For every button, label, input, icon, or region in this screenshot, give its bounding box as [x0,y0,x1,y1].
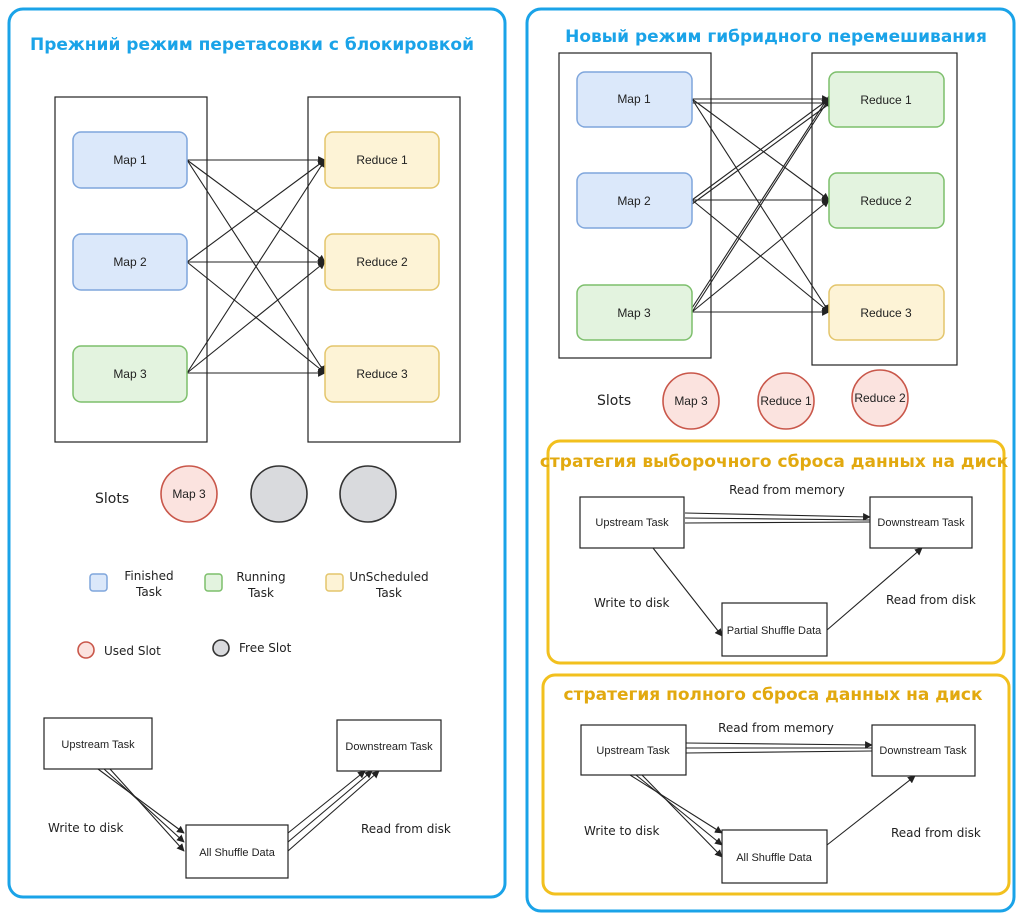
left-edges [186,156,326,377]
svg-text:Map 3: Map 3 [617,306,651,320]
left-downstream-task: Downstream Task [336,719,442,772]
selective-upstream-task: Upstream Task [579,496,685,549]
svg-text:Running: Running [236,570,285,584]
svg-text:Map 1: Map 1 [113,153,147,167]
svg-text:Reduce 2: Reduce 2 [854,391,906,405]
left-all-shuffle-data: All Shuffle Data [185,824,289,879]
left-reduce-1: Reduce 1 [324,131,440,189]
right-map-column [558,52,712,359]
svg-text:All Shuffle Data: All Shuffle Data [736,852,813,864]
svg-text:UnScheduled: UnScheduled [349,570,428,584]
svg-text:Reduce 3: Reduce 3 [860,306,912,320]
left-map-column [54,96,208,443]
selective-read-from-memory: Read from memory [729,483,845,497]
svg-text:Reduce 1: Reduce 1 [860,93,912,107]
svg-text:Reduce 2: Reduce 2 [860,194,912,208]
svg-text:Free Slot: Free Slot [239,641,292,655]
right-map-2: Map 2 [576,172,693,229]
left-map-1: Map 1 [72,131,188,189]
full-read-from-disk: Read from disk [891,826,981,840]
selective-write-to-disk: Write to disk [594,596,670,610]
legend-unscheduled: UnScheduled Task [325,570,429,600]
svg-text:Finished: Finished [124,569,173,583]
left-reduce-3: Reduce 3 [324,345,440,403]
left-panel-border [7,7,507,899]
left-panel-title: Прежний режим перетасовки с блокировкой [30,35,474,55]
svg-text:Reduce 2: Reduce 2 [356,255,408,269]
svg-text:Upstream Task: Upstream Task [596,745,670,757]
selective-strategy-title: стратегия выборочного сброса данных на д… [540,452,1009,472]
left-write-to-disk: Write to disk [48,821,124,835]
right-edges [691,95,830,316]
svg-text:All Shuffle Data: All Shuffle Data [199,847,276,859]
legend-finished: Finished Task [89,569,174,599]
full-downstream-task: Downstream Task [871,724,976,777]
svg-text:Reduce 3: Reduce 3 [356,367,408,381]
right-slots-label: Slots [597,393,631,409]
right-slot-reduce-1: Reduce 1 [757,372,815,430]
right-map-3: Map 3 [576,284,693,341]
left-map-2: Map 2 [72,233,188,291]
left-read-from-disk: Read from disk [361,822,451,836]
selective-read-from-disk: Read from disk [886,593,976,607]
left-reduce-2: Reduce 2 [324,233,440,291]
selective-strategy-box [546,439,1006,665]
svg-text:Map 2: Map 2 [113,255,147,269]
right-reduce-column [811,52,958,366]
left-upstream-task: Upstream Task [43,717,153,770]
svg-text:Map 2: Map 2 [617,194,651,208]
left-slot-free-1 [250,465,308,523]
right-map-1: Map 1 [576,71,693,128]
selective-downstream-task: Downstream Task [869,496,973,549]
right-panel-border [525,7,1016,913]
selective-edges [652,512,923,637]
right-slot-map-3: Map 3 [662,372,720,430]
svg-text:Reduce 1: Reduce 1 [356,153,408,167]
full-strategy-box [541,673,1011,896]
svg-text:Map 1: Map 1 [617,92,651,106]
svg-text:Reduce 1: Reduce 1 [760,394,812,408]
full-upstream-task: Upstream Task [580,724,687,776]
full-edges [629,741,916,858]
left-map-3: Map 3 [72,345,188,403]
selective-partial-shuffle-data: Partial Shuffle Data [721,602,828,657]
svg-text:Map 3: Map 3 [674,394,708,408]
right-reduce-3: Reduce 3 [828,284,945,341]
full-strategy-title: стратегия полного сброса данных на диск [564,685,983,705]
svg-text:Task: Task [247,586,274,600]
svg-text:Partial Shuffle Data: Partial Shuffle Data [727,625,822,637]
full-write-to-disk: Write to disk [584,824,660,838]
right-reduce-2: Reduce 2 [828,172,945,229]
svg-text:Downstream Task: Downstream Task [877,517,965,529]
svg-text:Downstream Task: Downstream Task [879,745,967,757]
legend-running: Running Task [204,570,286,600]
left-reduce-column [307,96,461,443]
left-slot-free-2 [339,465,397,523]
full-all-shuffle-data: All Shuffle Data [721,829,828,884]
svg-text:Upstream Task: Upstream Task [595,517,669,529]
full-read-from-memory: Read from memory [718,721,834,735]
svg-text:Map 3: Map 3 [113,367,147,381]
legend-used-slot: Used Slot [77,641,161,659]
svg-text:Downstream Task: Downstream Task [345,741,433,753]
left-slot-used: Map 3 [160,465,218,523]
left-flow-edges [97,768,380,852]
right-slot-reduce-2: Reduce 2 [851,369,909,427]
left-slots-label: Slots [95,491,129,507]
svg-text:Task: Task [135,585,162,599]
svg-text:Task: Task [375,586,402,600]
right-panel-title: Новый режим гибридного перемешивания [565,27,987,47]
svg-text:Map 3: Map 3 [172,487,206,501]
svg-text:Upstream Task: Upstream Task [61,739,135,751]
svg-text:Used Slot: Used Slot [104,644,161,658]
right-reduce-1: Reduce 1 [828,71,945,128]
legend-free-slot: Free Slot [212,639,292,657]
